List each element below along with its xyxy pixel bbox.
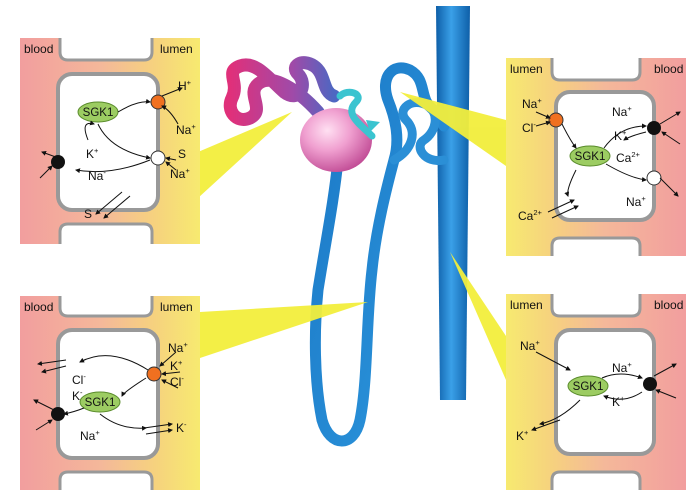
ion-label: K- bbox=[72, 388, 83, 403]
pointer-bottom-right bbox=[450, 252, 506, 380]
blood-label: blood bbox=[24, 300, 53, 314]
arrows bbox=[33, 351, 181, 435]
lumen-label: lumen bbox=[160, 300, 193, 314]
cotransporter-orange bbox=[548, 112, 564, 128]
ion-label: K- bbox=[176, 420, 187, 435]
sgk1-label: SGK1 bbox=[83, 107, 114, 119]
ion-label: Na+ bbox=[612, 104, 632, 119]
sgk1-enzyme bbox=[569, 145, 611, 167]
lumen-label: lumen bbox=[160, 42, 193, 56]
blood-label: blood bbox=[654, 62, 683, 76]
ion-label: Cl- bbox=[170, 374, 184, 389]
exchanger-white bbox=[646, 170, 662, 186]
loop-of-henle bbox=[309, 62, 450, 447]
pointer-bottom-left bbox=[200, 302, 368, 358]
ion-label: Na+ bbox=[176, 122, 196, 137]
callout-pointers bbox=[198, 92, 506, 380]
ion-label: K+ bbox=[516, 428, 529, 443]
channel-black bbox=[51, 155, 65, 169]
ion-label: Na+ bbox=[520, 338, 540, 353]
cotransporter-orange bbox=[146, 366, 162, 382]
pointer-top-left bbox=[198, 112, 292, 198]
lumen-label: lumen bbox=[510, 298, 543, 312]
sgk1-label: SGK1 bbox=[573, 381, 604, 393]
ion-label: Na+ bbox=[170, 166, 190, 181]
arrows bbox=[535, 111, 681, 219]
pump-black bbox=[647, 121, 661, 135]
ion-label: Na+ bbox=[168, 340, 188, 355]
ion-label: Cl- bbox=[72, 372, 86, 387]
sgk1-enzyme bbox=[79, 391, 121, 413]
ion-label: H+ bbox=[178, 78, 192, 93]
pump-black bbox=[643, 377, 657, 391]
ion-label: Na+ bbox=[522, 96, 542, 111]
neighbor-cell-top bbox=[550, 294, 642, 318]
ion-label: K+ bbox=[170, 358, 183, 373]
arteriole bbox=[336, 88, 376, 140]
neighbor-cell-bottom bbox=[550, 470, 642, 490]
arteriole-arrow-icon bbox=[366, 120, 380, 132]
blood-label: blood bbox=[24, 42, 53, 56]
ion-label: Cl- bbox=[522, 120, 536, 135]
sgk1-label: SGK1 bbox=[575, 151, 606, 163]
sgk1-enzyme bbox=[567, 375, 609, 397]
sgk1-label: SGK1 bbox=[85, 397, 116, 409]
ion-label: K+ bbox=[614, 128, 627, 143]
collecting-duct bbox=[436, 6, 470, 400]
ion-label: Na+ bbox=[80, 428, 100, 443]
ion-label: K+ bbox=[86, 146, 99, 161]
exchanger-orange bbox=[150, 94, 166, 110]
panel-top-right: lumen blood SGK1 Na+ Cl- Na+ K+ Ca2+ Na bbox=[506, 58, 686, 256]
neighbor-cell-bottom bbox=[58, 222, 154, 244]
ion-label: Na+ bbox=[626, 194, 646, 209]
ion-label: K+ bbox=[612, 394, 625, 409]
cotransporter-white bbox=[150, 150, 166, 166]
nephron bbox=[223, 6, 470, 447]
neighbor-cell-bottom bbox=[550, 236, 642, 256]
neighbor-cell-top bbox=[550, 58, 642, 82]
arrows bbox=[39, 87, 183, 219]
glomerulus bbox=[300, 108, 372, 172]
ion-label: Ca2+ bbox=[518, 208, 543, 223]
ion-label: S bbox=[178, 147, 186, 161]
lumen-label: lumen bbox=[510, 62, 543, 76]
ion-label: Na+ bbox=[612, 360, 632, 375]
panel-bottom-right: lumen blood SGK1 Na+ Na+ K+ K+ bbox=[506, 294, 686, 490]
pointer-top-right bbox=[400, 92, 506, 166]
channel-black bbox=[51, 407, 65, 421]
ion-label: Ca2+ bbox=[616, 150, 641, 165]
neighbor-cell-bottom bbox=[58, 470, 154, 490]
neighbor-cell-top bbox=[58, 38, 154, 62]
proximal-tubule bbox=[223, 56, 341, 126]
epithelial-cell bbox=[56, 72, 160, 212]
panel-top-left: blood lumen SGK1 H+ Na+ K+ Na- bbox=[20, 38, 200, 244]
ion-label: S bbox=[84, 207, 92, 221]
blood-label: blood bbox=[654, 298, 683, 312]
epithelial-cell bbox=[554, 328, 656, 456]
neighbor-cell-top bbox=[58, 296, 154, 318]
panel-bottom-left: blood lumen SGK1 Na+ K+ Cl- Cl- K- Na bbox=[20, 296, 200, 490]
ion-label: Na- bbox=[88, 168, 106, 183]
arrows bbox=[531, 351, 677, 432]
